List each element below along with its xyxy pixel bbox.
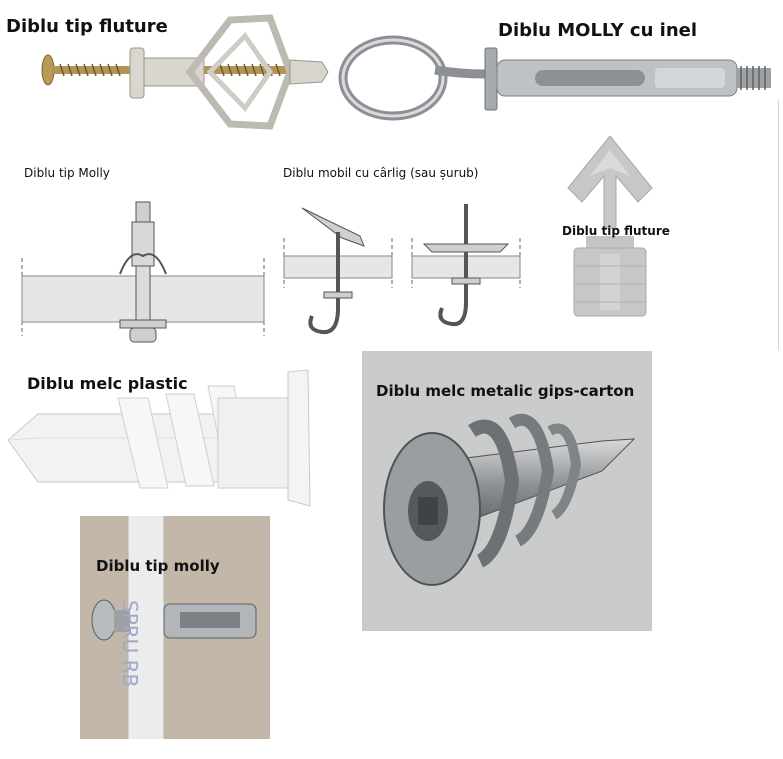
molly-wall-photo — [80, 516, 270, 739]
label-molly-diagram: Diblu tip Molly — [24, 166, 110, 180]
butterfly-anchor-image — [40, 8, 330, 138]
molly-ring-image — [335, 8, 775, 128]
wall-stencil-text: SPRU RB — [118, 600, 142, 688]
label-butterfly-right: Diblu tip fluture — [562, 224, 670, 238]
label-metal-snail: Diblu melc metalic gips-carton — [376, 382, 635, 400]
toggle-hook-diagram — [282, 192, 522, 348]
butterfly-gray-image — [560, 136, 660, 320]
plastic-snail-image — [8, 368, 313, 508]
metal-snail-photo — [362, 351, 652, 631]
label-plastic-snail: Diblu melc plastic — [27, 374, 188, 393]
label-molly-photo: Diblu tip molly — [96, 557, 220, 575]
label-butterfly-top: Diblu tip fluture — [6, 16, 168, 37]
molly-diagram — [20, 196, 270, 348]
label-molly-ring: Diblu MOLLY cu inel — [498, 20, 698, 41]
label-toggle-diagram: Diblu mobil cu cârlig (sau șurub) — [283, 166, 479, 180]
right-edge-rule — [778, 100, 779, 350]
